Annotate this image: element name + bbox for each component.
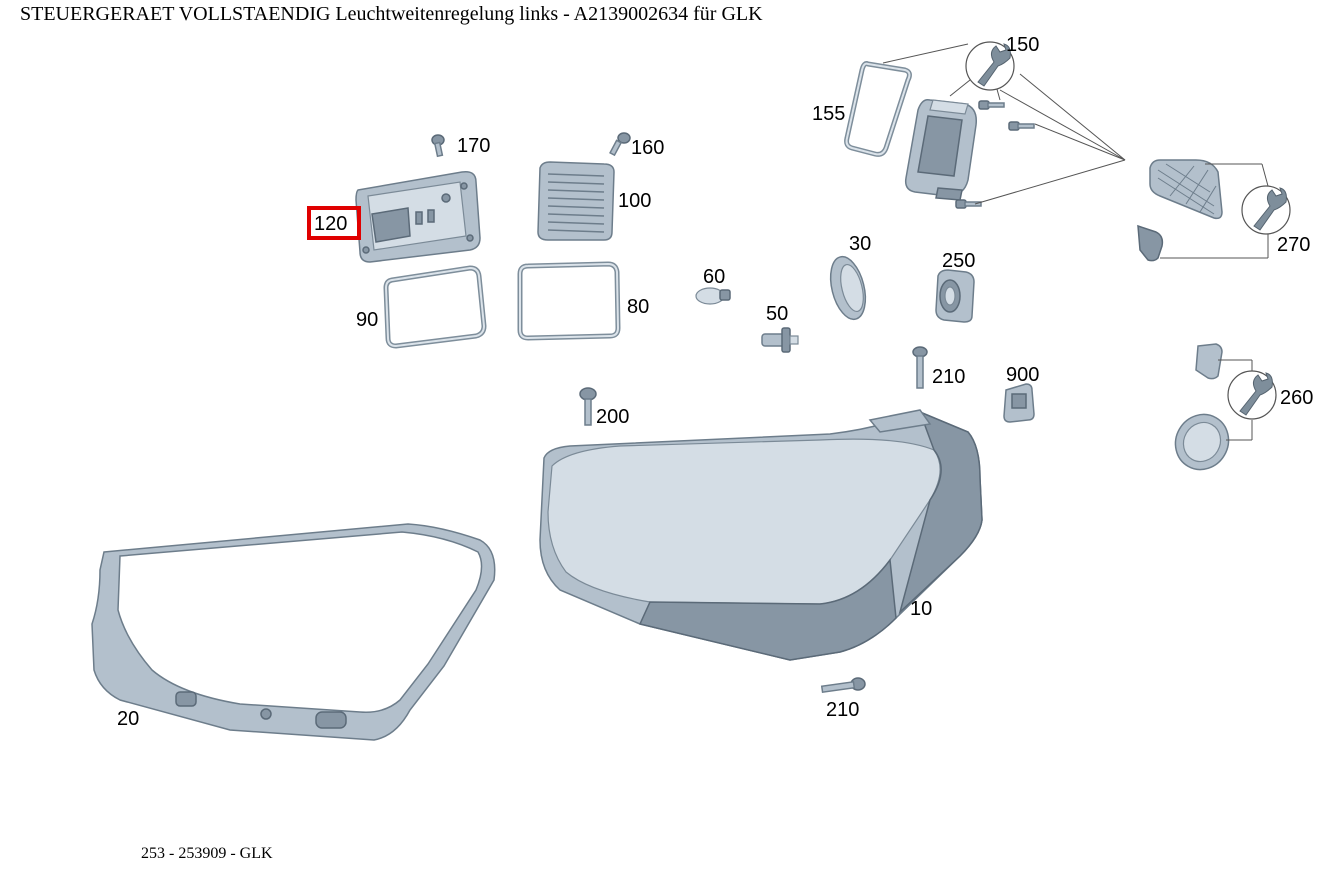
wrench-icon — [1241, 185, 1291, 235]
callout-50[interactable]: 50 — [766, 303, 788, 325]
callout-160[interactable]: 160 — [631, 137, 664, 159]
part-160-screw[interactable] — [609, 132, 631, 157]
part-60-bulb[interactable] — [695, 287, 731, 305]
callout-900[interactable]: 900 — [1006, 364, 1039, 386]
callout-155[interactable]: 155 — [812, 103, 845, 125]
page-title: STEUERGERAET VOLLSTAENDIG Leuchtweitenre… — [20, 3, 763, 25]
callout-250[interactable]: 250 — [942, 250, 975, 272]
wrench-icon — [965, 41, 1015, 91]
diagram-reference: 253 - 253909 - GLK — [141, 845, 273, 862]
callout-100[interactable]: 100 — [618, 190, 651, 212]
part-150-module[interactable] — [904, 98, 978, 201]
callout-200[interactable]: 200 — [596, 406, 629, 428]
callout-60[interactable]: 60 — [703, 266, 725, 288]
callout-30[interactable]: 30 — [849, 233, 871, 255]
callout-170[interactable]: 170 — [457, 135, 490, 157]
callout-80[interactable]: 80 — [627, 296, 649, 318]
part-30-cap[interactable] — [825, 253, 872, 323]
callout-270[interactable]: 270 — [1277, 234, 1310, 256]
highlight-box-120 — [307, 206, 361, 240]
part-100-heatsink-fins — [547, 173, 605, 233]
callout-210-upper[interactable]: 210 — [932, 366, 965, 388]
part-20-frame[interactable] — [91, 523, 496, 741]
part-250-ignitor[interactable] — [935, 269, 975, 323]
part-270-mesh — [1157, 163, 1217, 215]
callout-90[interactable]: 90 — [356, 309, 378, 331]
part-150-screw-c[interactable] — [955, 199, 982, 209]
callout-150[interactable]: 150 — [1006, 34, 1039, 56]
part-100-control-unit[interactable] — [537, 161, 615, 241]
part-50-bulb-socket[interactable] — [761, 327, 799, 353]
leader-lines-260 — [1218, 359, 1253, 441]
part-260-assembly[interactable] — [1165, 343, 1238, 479]
leader-lines-270 — [1160, 163, 1269, 259]
part-210-bolt-upper[interactable] — [912, 346, 928, 389]
part-10-headlamp-housing[interactable] — [539, 409, 983, 661]
part-150-screw-a[interactable] — [978, 100, 1005, 110]
part-210-bolt-lower[interactable] — [820, 677, 866, 694]
callout-210-lower[interactable]: 210 — [826, 699, 859, 721]
part-90-gasket[interactable] — [383, 265, 487, 349]
callout-260[interactable]: 260 — [1280, 387, 1313, 409]
callout-20[interactable]: 20 — [117, 708, 139, 730]
part-150-screw-b[interactable] — [1008, 121, 1035, 131]
part-80-gasket[interactable] — [517, 261, 621, 341]
part-900-sensor[interactable] — [1003, 383, 1035, 423]
part-155-gasket[interactable] — [844, 61, 912, 157]
wrench-icon — [1227, 370, 1277, 420]
callout-120[interactable]: 120 — [314, 213, 347, 235]
callout-10[interactable]: 10 — [910, 598, 932, 620]
part-120-control-unit[interactable] — [355, 170, 481, 263]
part-270-assembly[interactable] — [1137, 159, 1223, 262]
part-200-screw[interactable] — [579, 387, 597, 426]
part-170-screw[interactable] — [431, 134, 445, 158]
